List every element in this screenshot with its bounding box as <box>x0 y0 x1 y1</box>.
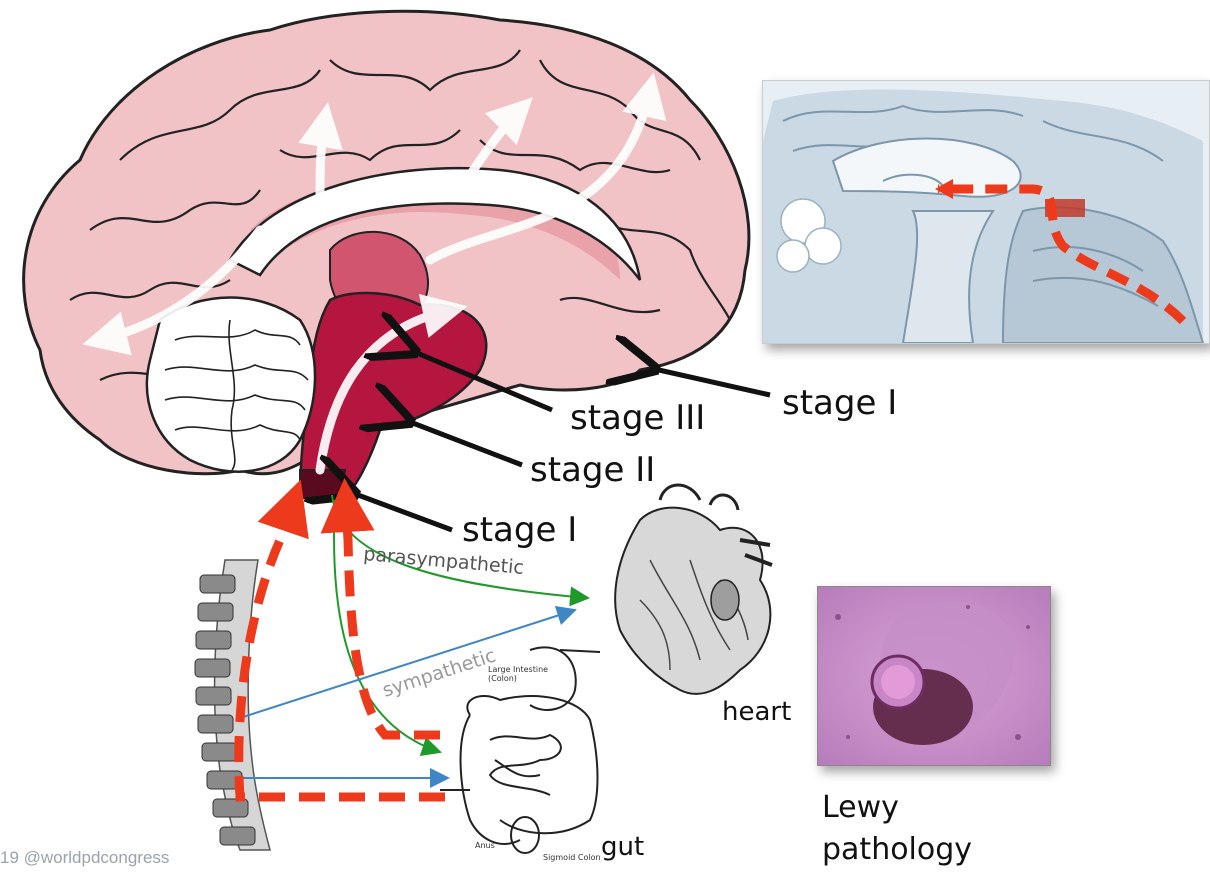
nasal-cavity-icon <box>763 81 1209 343</box>
lewy-label-line2: pathology <box>822 828 972 872</box>
stage-iii-label: stage III <box>570 398 705 438</box>
intestine-icon <box>440 647 600 853</box>
gut-anatomy-label: Anus <box>475 841 495 850</box>
gut-anatomy-label: (Colon) <box>488 674 517 683</box>
heart-icon <box>615 485 772 694</box>
lewy-label-line1: Lewy <box>822 786 899 830</box>
stage-i-olfactory-label: stage I <box>782 383 897 423</box>
lewy-body-micrograph-icon <box>818 587 1050 765</box>
lewy-body-micrograph <box>817 586 1051 766</box>
nasal-cavity-inset <box>762 80 1210 344</box>
pointer-arrow-stage-i-olfactory <box>650 368 770 395</box>
gut-anatomy-label: Large Intestine <box>488 665 548 674</box>
pointer-arrow-stage-i-brainstem <box>350 492 452 530</box>
sympathetic-to-heart <box>240 610 575 718</box>
heart-label: heart <box>722 697 791 727</box>
vagal-route-dashed <box>346 505 440 735</box>
gut-anatomy-label: Sigmoid Colon <box>543 853 601 862</box>
pointer-arrow-stage-ii <box>405 420 522 465</box>
footer-handle: 19 @worldpdcongress <box>0 848 169 868</box>
stage-ii-label: stage II <box>530 450 655 490</box>
stage-i-brainstem-label: stage I <box>462 510 577 550</box>
gut-label: gut <box>601 832 644 862</box>
